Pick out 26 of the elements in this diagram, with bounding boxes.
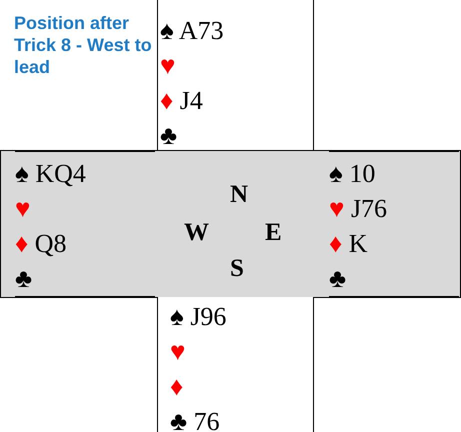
suit-holding: ♦ K	[329, 228, 369, 260]
suit-holding: ♠ 10	[329, 158, 376, 190]
suit-holding: ♥ J76	[329, 193, 388, 225]
suit-holding: ♠ A73	[160, 15, 225, 47]
suit-holding: ♠ KQ4	[15, 158, 87, 190]
suit-holding: ♦ J4	[160, 85, 204, 117]
suit-holding: ♣	[15, 263, 34, 295]
compass-letter: N	[230, 181, 248, 209]
hand-panel	[15, 151, 155, 297]
suit-holding: ♥	[160, 50, 176, 82]
suit-holding: ♣	[329, 263, 348, 295]
suit-holding: ♥	[170, 336, 186, 368]
hand-panel	[157, 297, 314, 432]
compass-letter: W	[184, 219, 209, 247]
suit-holding: ♣	[160, 120, 178, 152]
suit-holding: ♥	[15, 193, 32, 225]
hand-panel	[329, 151, 459, 297]
suit-holding: ♦ Q8	[15, 228, 68, 260]
table-band	[0, 150, 461, 298]
suit-holding: ♠ J96	[170, 301, 228, 333]
suit-holding: ♦	[170, 371, 184, 403]
compass-letter: E	[265, 219, 282, 247]
suit-holding: ♣ 76	[170, 406, 221, 432]
hand-panel	[157, 0, 314, 151]
compass-letter: S	[230, 255, 244, 283]
title: Position after Trick 8 - West to lead	[14, 12, 153, 78]
